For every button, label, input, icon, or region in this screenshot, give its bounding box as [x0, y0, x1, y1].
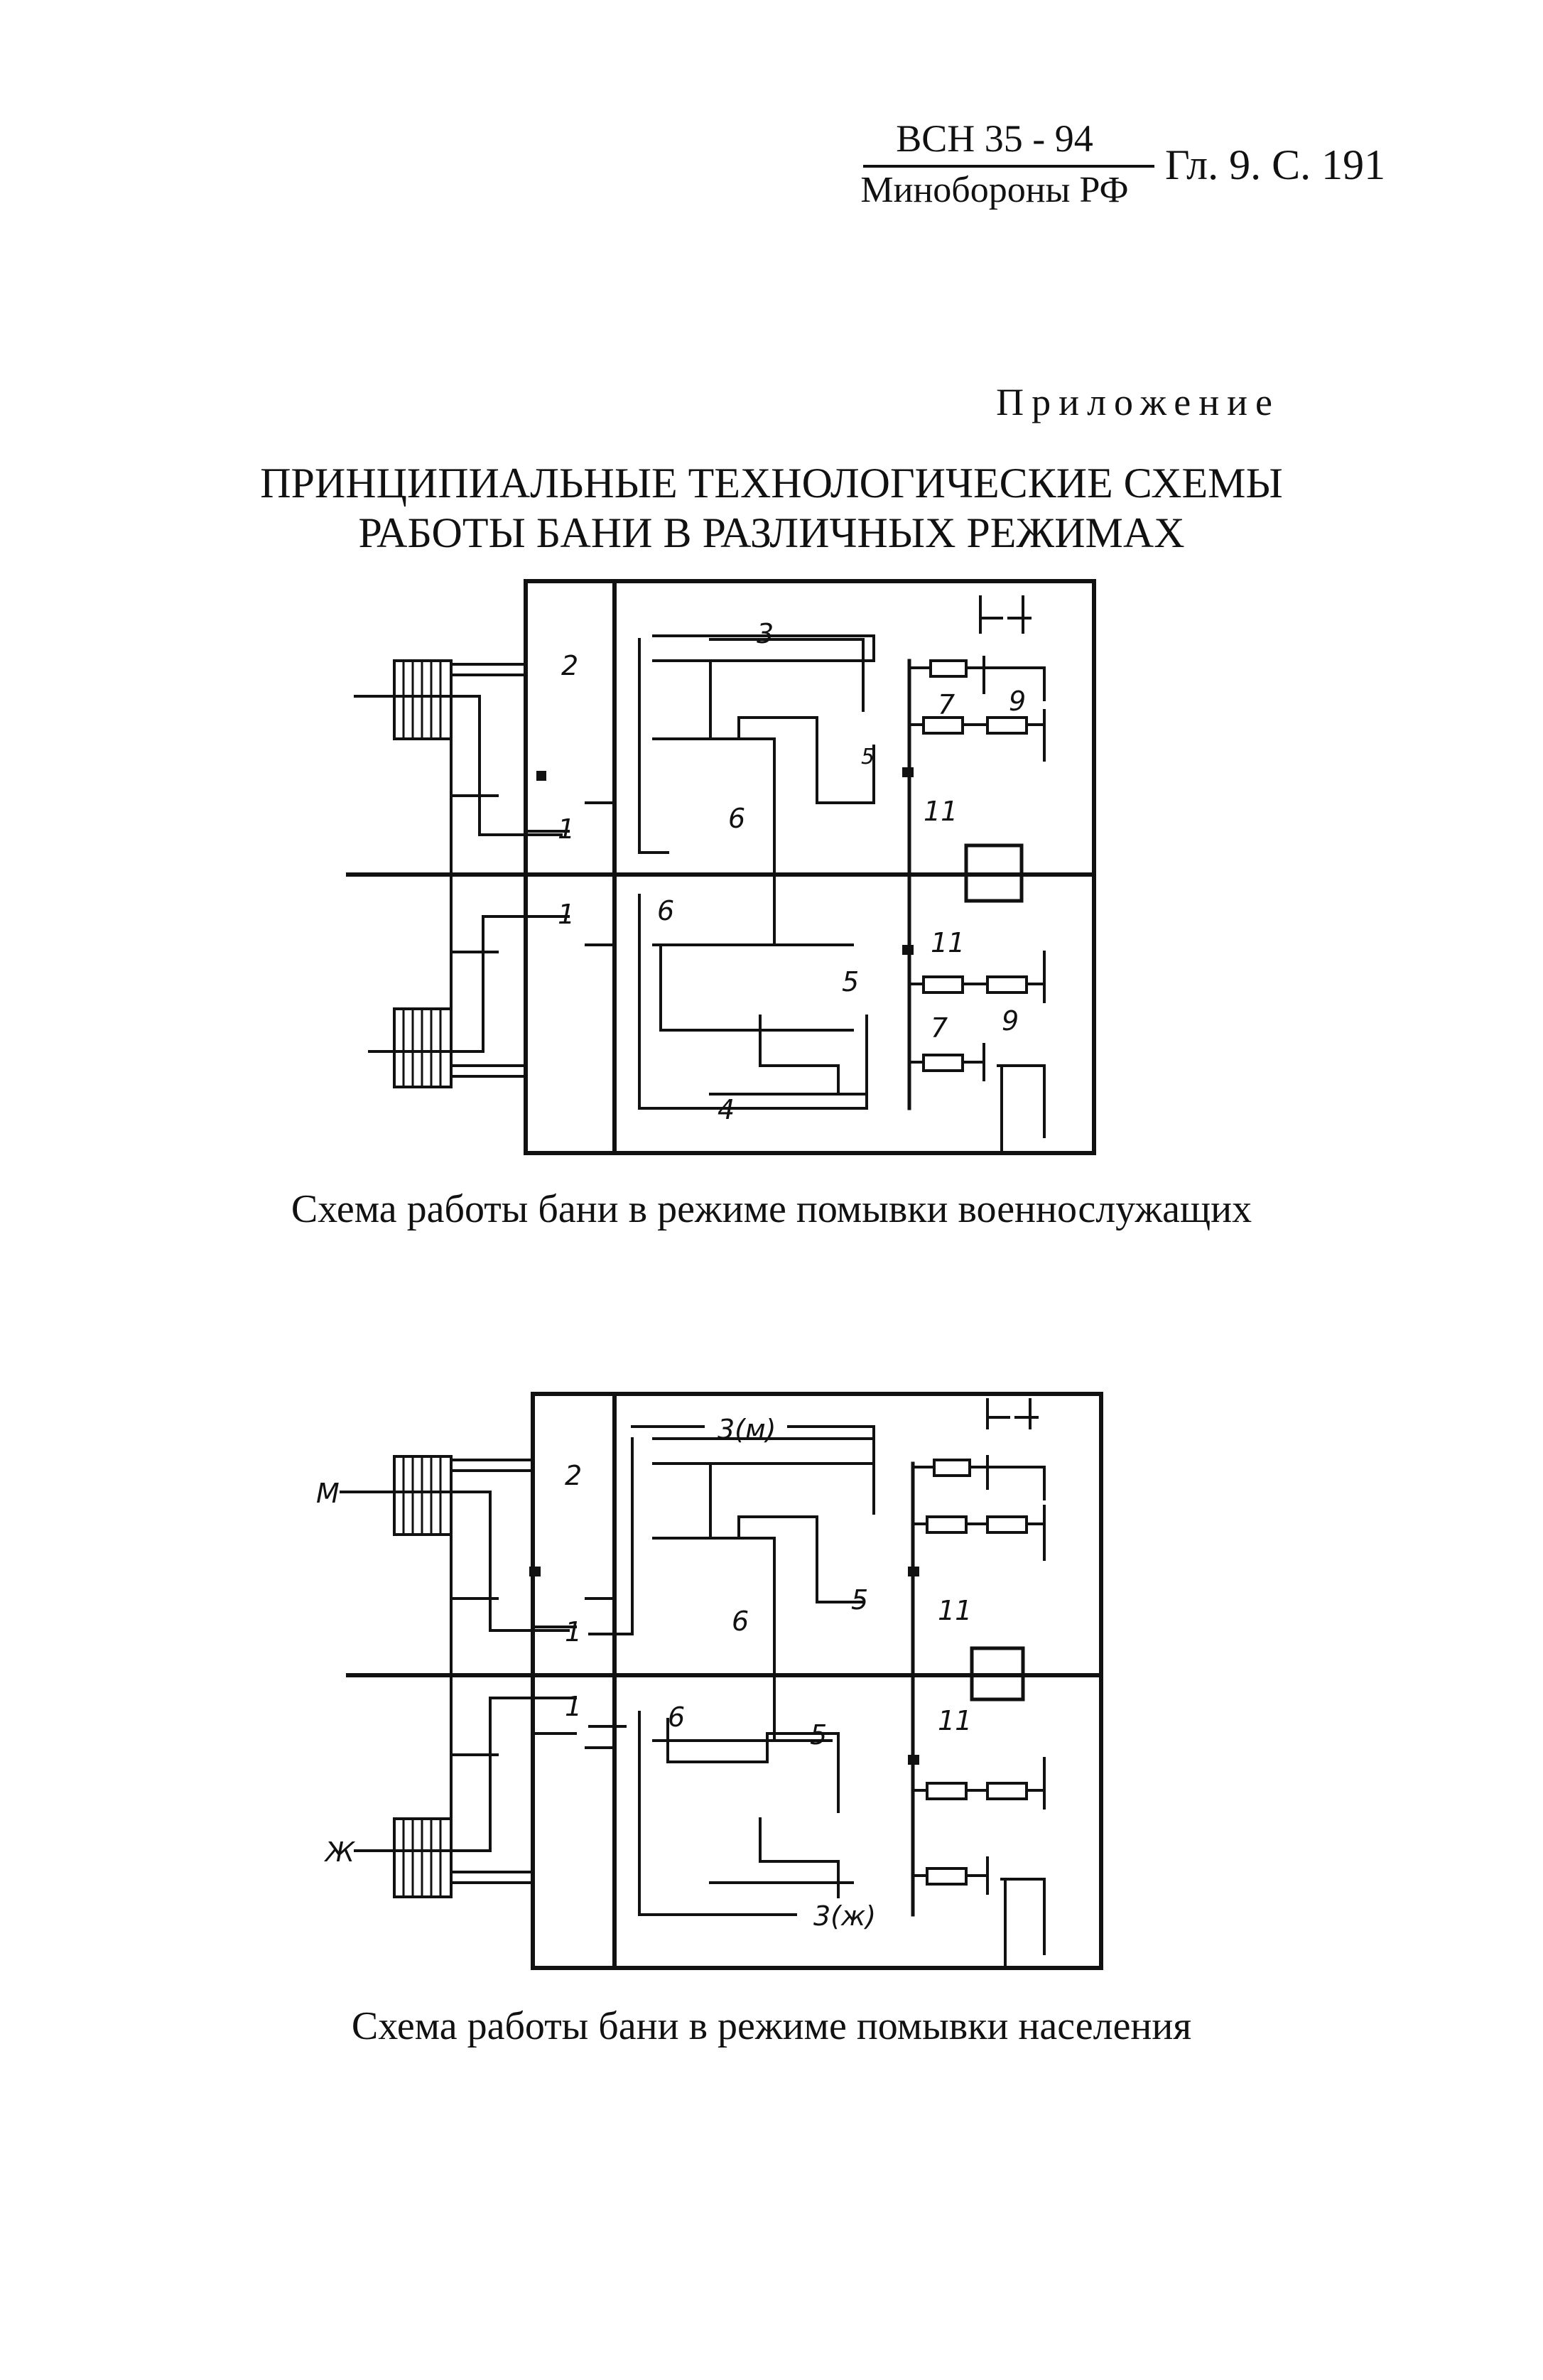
label-1-bottom: 1	[558, 899, 575, 930]
label-11-top: 11	[938, 1595, 972, 1626]
title-line-2: РАБОТЫ БАНИ В РАЗЛИЧНЫХ РЕЖИМАХ	[358, 509, 1185, 556]
label-3m: 3(м)	[718, 1414, 776, 1445]
caption-military-washing: Схема работы бани в режиме помывки военн…	[291, 1187, 1252, 1231]
label-7-top: 7	[938, 689, 955, 720]
flow-path-3m-left	[631, 1425, 705, 1458]
flow-path-3zh	[638, 1711, 797, 1916]
label-4: 4	[718, 1094, 735, 1125]
showers-top	[908, 656, 1046, 762]
stairs-top	[393, 1455, 534, 1536]
label-11-bottom: 11	[931, 927, 965, 958]
label-11-top: 11	[924, 796, 958, 827]
label-5-bottom: 5	[810, 1719, 827, 1751]
building-outline	[524, 579, 1096, 1155]
label-6-bottom: 6	[668, 1702, 685, 1733]
page-title: ПРИНЦИПИАЛЬНЫЕ ТЕХНОЛОГИЧЕСКИЕ СХЕМЫ РАБ…	[0, 458, 1543, 558]
label-2: 2	[561, 650, 578, 681]
scheme-population-washing: 2 3(м) 3(ж) 5 5 6 6 11 11 1 1 М Ж	[316, 1392, 1103, 1970]
flow-entry-top	[354, 695, 563, 836]
building-outline	[531, 1392, 1103, 1970]
title-line-1: ПРИНЦИПИАЛЬНЫЕ ТЕХНОЛОГИЧЕСКИЕ СХЕМЫ	[260, 460, 1283, 507]
label-9-top: 9	[1009, 686, 1026, 717]
label-7-bottom: 7	[931, 1012, 948, 1044]
flow-entry-bottom	[368, 915, 563, 1053]
label-6-bottom: 6	[657, 895, 674, 926]
label-5-top: 5	[851, 1584, 868, 1616]
stairs-top	[393, 659, 527, 740]
header-divider	[863, 165, 1154, 168]
flow-entry-men	[340, 1491, 570, 1632]
label-1-bottom: 1	[565, 1691, 582, 1722]
flow-path-3-left	[638, 638, 669, 854]
label-3: 3	[757, 618, 774, 649]
caption-population-washing: Схема работы бани в режиме помывки насел…	[351, 2004, 1192, 2048]
label-6-top: 6	[732, 1606, 749, 1637]
document-organization: Минобороны РФ	[860, 170, 1129, 210]
label-1-top: 1	[565, 1616, 582, 1648]
showers-bottom	[908, 951, 1046, 1154]
label-3zh: 3(ж)	[813, 1900, 876, 1932]
showers-top	[911, 1455, 1046, 1561]
label-men: М	[316, 1478, 340, 1509]
label-9-bottom: 9	[1002, 1005, 1019, 1037]
label-2: 2	[565, 1460, 582, 1491]
flow-entry-women	[354, 1697, 577, 1852]
label-6-top: 6	[728, 803, 745, 834]
label-1-top: 1	[558, 813, 575, 845]
scheme-military-washing: 2 3 4 5 5 6 6 7 7 9 9 11 11 1 1	[346, 579, 1096, 1155]
appendix-label: Приложение	[996, 381, 1280, 423]
flow-path-3m-right	[787, 1425, 875, 1515]
central-room	[964, 843, 1024, 903]
label-5-bottom: 5	[842, 966, 859, 997]
label-11-bottom: 11	[938, 1705, 972, 1736]
label-5-top: 5	[861, 745, 875, 769]
label-women: Ж	[324, 1837, 356, 1868]
stairs-bottom	[393, 1817, 534, 1898]
stairs-bottom	[393, 1007, 527, 1088]
document-code: ВСН 35 - 94	[896, 117, 1093, 160]
page-reference: Гл. 9. С. 191	[1165, 141, 1386, 188]
central-room	[970, 1646, 1025, 1702]
showers-bottom	[911, 1757, 1046, 1969]
flow-path-5-bottom	[659, 943, 854, 1032]
flow-path-4	[638, 894, 868, 1110]
